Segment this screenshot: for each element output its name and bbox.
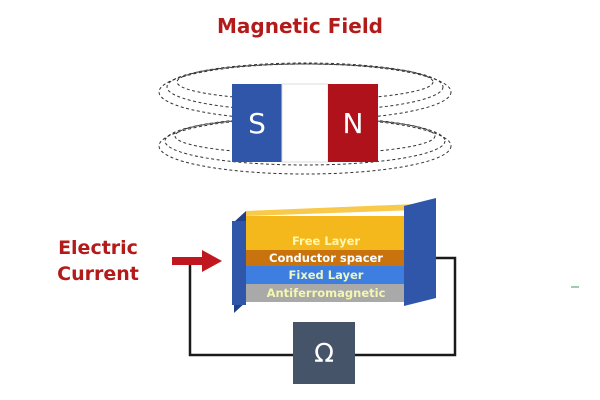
magnet-middle	[281, 83, 329, 163]
layer-label-antiferromagnetic: Antiferromagnetic	[267, 286, 386, 300]
ohm-icon: Ω	[314, 339, 334, 369]
layer-fixed	[246, 266, 406, 284]
magnet-north-pole	[328, 84, 378, 162]
layer-conductor-spacer	[246, 250, 406, 266]
bar-magnet: S N	[232, 83, 378, 163]
layer-label-conductor-spacer: Conductor spacer	[269, 251, 383, 265]
mtj-stack: Free Layer Conductor spacer Fixed Layer …	[232, 198, 436, 313]
magnet-south-pole	[232, 84, 282, 162]
resistor-box: Ω	[293, 322, 355, 384]
layer-antiferromagnetic	[246, 284, 406, 302]
left-electrode	[232, 221, 246, 305]
current-label-line2: Current	[57, 263, 139, 285]
diagram-title: Magnetic Field	[217, 14, 383, 38]
right-electrode	[404, 198, 436, 306]
current-label-line1: Electric	[58, 237, 138, 259]
current-arrow-icon	[172, 250, 222, 272]
stack-top-face	[246, 204, 417, 216]
circuit-wire	[188, 256, 457, 357]
layer-label-free: Free Layer	[292, 234, 360, 248]
electric-current-label: Electric Current	[57, 237, 139, 285]
layer-free	[246, 216, 406, 250]
north-pole-label: N	[343, 107, 364, 140]
layer-label-fixed: Fixed Layer	[289, 268, 364, 282]
south-pole-label: S	[248, 107, 266, 140]
